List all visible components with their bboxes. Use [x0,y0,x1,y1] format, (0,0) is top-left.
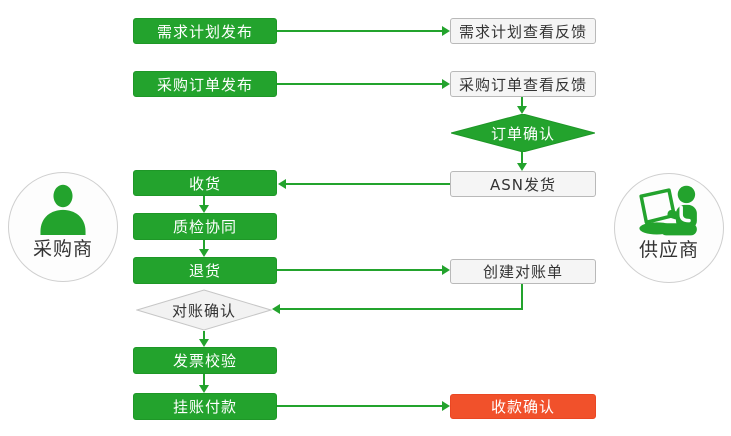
supplier-laptop-person-icon [615,184,723,238]
connector-payment-line [277,405,443,407]
actor-supplier-label: 供应商 [638,238,699,261]
connector-statement-elbow-v [521,284,523,310]
actor-buyer: 采购商 [8,172,118,282]
arrowhead-quality-down [199,205,209,213]
connector-feedback-to-confirm [521,97,523,107]
connector-order-line [277,83,443,85]
arrowhead-statement-confirm-left [272,304,280,314]
node-demand-plan-publish: 需求计划发布 [133,18,277,44]
node-receiving: 收货 [133,170,277,196]
node-quality-inspection: 质检协同 [133,213,277,240]
arrowhead-asn-down [517,163,527,171]
diamond-statement-confirm: 对账确认 [136,289,272,331]
node-returns: 退货 [133,257,277,284]
arrowhead-invoice-down [199,339,209,347]
buyer-person-icon [9,183,117,235]
connector-confirm-to-asn [521,152,523,164]
connector-receiving-to-quality [203,196,205,206]
connector-quality-to-returns [203,240,205,250]
node-demand-plan-feedback: 需求计划查看反馈 [450,18,596,44]
diamond-green-shape [451,114,595,152]
node-purchase-order-publish: 采购订单发布 [133,71,277,97]
arrowhead-receiving-left [278,179,286,189]
node-purchase-order-feedback: 采购订单查看反馈 [450,71,596,97]
node-asn-delivery: ASN发货 [450,171,596,197]
node-create-statement: 创建对账单 [450,259,596,284]
node-pending-payment: 挂账付款 [133,393,277,420]
arrowhead-statement-right [442,265,450,275]
connector-demand-line [277,30,443,32]
node-payment-confirm: 收款确认 [450,394,596,419]
arrowhead-returns-down [199,249,209,257]
connector-statement-elbow-h [279,308,523,310]
connector-returns-line [277,269,443,271]
connector-confirm-to-invoice [203,331,205,340]
diamond-order-confirm: 订单确认 [451,114,595,152]
diamond-statement-confirm-label: 对账确认 [171,301,236,320]
actor-buyer-label: 采购商 [32,237,93,260]
connector-asn-line [285,183,450,185]
arrowhead-payment-confirm-right [442,401,450,411]
arrowhead-confirm-down [517,106,527,114]
connector-invoice-to-payment [203,374,205,386]
node-invoice-check: 发票校验 [133,347,277,374]
arrowhead-order-right [442,79,450,89]
arrowhead-demand-right [442,26,450,36]
diamond-order-confirm-label: 订单确认 [490,124,555,143]
arrowhead-payment-down [199,385,209,393]
actor-supplier: 供应商 [614,173,724,283]
diamond-gray-shape [136,289,272,331]
